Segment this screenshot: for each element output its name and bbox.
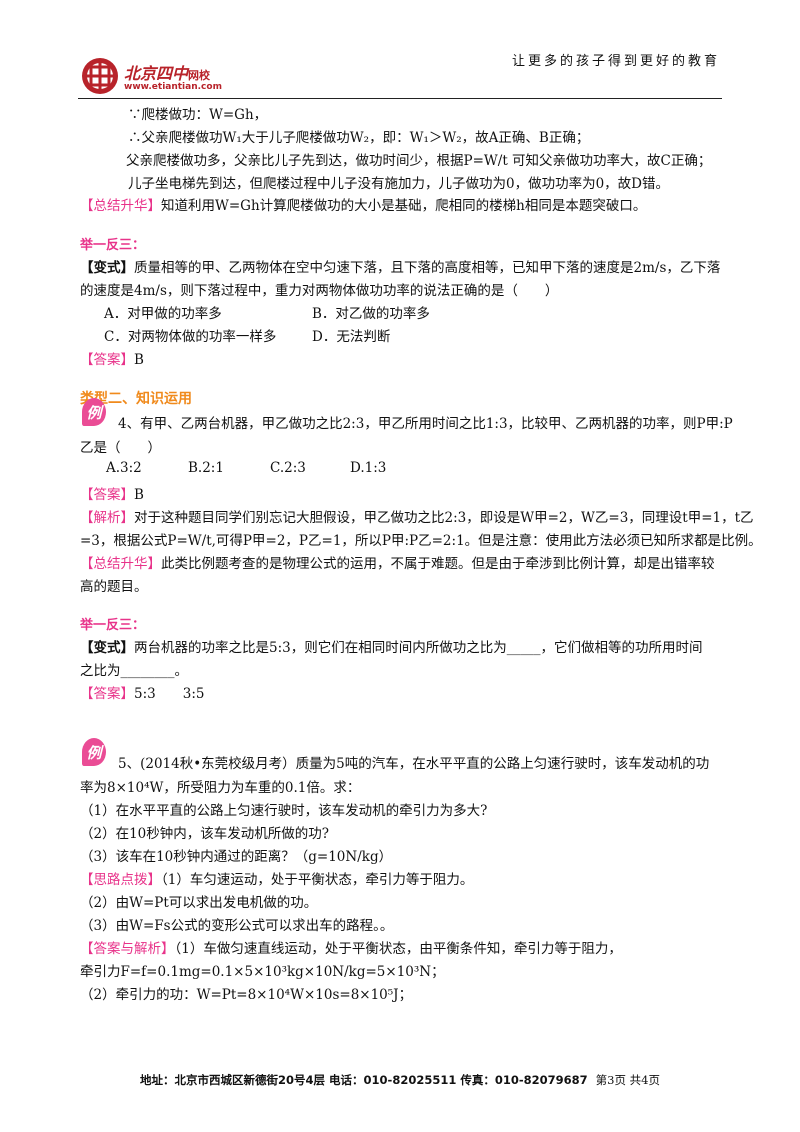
- practice2-answer: 【答案】5:3 3:5: [80, 686, 205, 702]
- solution-line-4: 儿子坐电梯先到达，但爬楼过程中儿子没有施加力，儿子做功为0，做功功率为0，故D错…: [128, 176, 670, 192]
- example5-hint-1: 【思路点拨】（1）车匀速运动，处于平衡状态，牵引力等于阻力。: [80, 872, 474, 888]
- example5-hint-3: （3）由W=Fs公式的变形公式可以求出车的路程。。: [80, 918, 394, 934]
- section-title-type2: 类型二、知识运用: [80, 391, 192, 407]
- example-badge-icon: 例: [82, 398, 106, 426]
- practice-title: 举一反三：: [80, 238, 146, 253]
- solution-line-2: ∴父亲爬楼做功W₁大于儿子爬楼做功W₂，即：W₁＞W₂，故A正确、B正确；: [128, 130, 590, 146]
- logo-name: 北京四中网校: [124, 64, 211, 83]
- example5-question-3: （3）该车在10秒钟内通过的距离？（g=10N/kg）: [80, 849, 393, 865]
- example5-question-1: （1）在水平平直的公路上匀速行驶时，该车发动机的牵引力为多大?: [80, 803, 488, 819]
- example4-summary-line-1: 【总结升华】此类比例题考查的是物理公式的运用，不属于难题。但是由于牵涉到比例计算…: [80, 556, 715, 572]
- example5-answer-line-3: （2）牵引力的功：W=Pt=8×10⁴W×10s=8×10⁵J；: [80, 987, 413, 1003]
- option-c: C．对两物体做的功率一样多: [104, 329, 277, 345]
- practice-question-line-2: 的速度是4m/s，则下落过程中，重力对两物体做功功率的说法正确的是（ ）: [80, 283, 559, 299]
- option-d: D．无法判断: [312, 329, 391, 345]
- example4-option-a: A.3:2: [106, 460, 142, 476]
- header-divider: [78, 98, 722, 99]
- solution-line-1: ∵爬楼做功：W=Gh，: [128, 107, 268, 123]
- example4-option-b: B.2:1: [188, 460, 224, 476]
- example4-line-2: 乙是（ ）: [80, 440, 161, 456]
- example4-analysis-line-1: 【解析】对于这种题目同学们别忘记大胆假设，甲乙做功之比2:3，即设是W甲=2，W…: [80, 510, 754, 526]
- example4-option-d: D.1:3: [350, 460, 387, 476]
- page-number: 第3页 共4页: [595, 1073, 660, 1087]
- solution-line-3: 父亲爬楼做功多，父亲比儿子先到达，做功时间少，根据P=W/t 可知父亲做功功率大…: [126, 153, 712, 169]
- example5-hint-2: （2）由W=Pt可以求出发电机做的功。: [80, 895, 318, 911]
- option-b: B．对乙做的功率多: [312, 306, 430, 322]
- example5-question-2: （2）在10秒钟内，该车发动机所做的功?: [80, 826, 330, 842]
- example4-option-c: C.2:3: [270, 460, 306, 476]
- practice-question-line-1: 【变式】质量相等的甲、乙两物体在空中匀速下落，且下落的高度相等，已知甲下落的速度…: [80, 260, 721, 276]
- school-logo-icon: [82, 58, 118, 94]
- header-slogan: 让更多的孩子得到更好的教育: [511, 54, 720, 69]
- page-footer: 地址：北京市西城区新德街20号4层 电话：010-82025511 传真：010…: [140, 1073, 660, 1087]
- example5-answer-line-1: 【答案与解析】（1）车做匀速直线运动，处于平衡状态，由平衡条件知，牵引力等于阻力…: [80, 941, 622, 957]
- example5-badge-icon: 例: [82, 738, 106, 766]
- example4-summary-line-2: 高的题目。: [80, 579, 148, 595]
- example5-line-2: 率为8×10⁴W，所受阻力为车重的0.1倍。求：: [80, 780, 361, 796]
- example4-analysis-line-2: =3，根据公式P=W/t,可得P甲=2，P乙=1，所以P甲:P乙=2:1。但是注…: [80, 533, 762, 549]
- practice2-title: 举一反三：: [80, 618, 146, 633]
- example5-answer-line-2: 牵引力F=f=0.1mg=0.1×5×10³kg×10N/kg=5×10³N；: [80, 964, 445, 980]
- logo-url: www.etiantian.com: [124, 82, 222, 92]
- example5-line-1: 5、(2014秋•东莞校级月考）质量为5吨的汽车，在水平平直的公路上匀速行驶时，…: [118, 756, 710, 772]
- practice2-question-line-2: 之比为________。: [80, 663, 188, 679]
- option-a: A．对甲做的功率多: [104, 306, 222, 322]
- practice2-question-line-1: 【变式】两台机器的功率之比是5:3，则它们在相同时间内所做功之比为_____，它…: [80, 640, 703, 656]
- example4-answer: 【答案】B: [80, 487, 144, 503]
- summary-3: 【总结升华】知道利用W=Gh计算爬楼做功的大小是基础，爬相同的楼梯h相同是本题突…: [80, 198, 647, 214]
- example4-line-1: 4、有甲、乙两台机器，甲乙做功之比2:3，甲乙所用时间之比1:3，比较甲、乙两机…: [118, 416, 733, 432]
- practice-answer: 【答案】B: [80, 352, 144, 368]
